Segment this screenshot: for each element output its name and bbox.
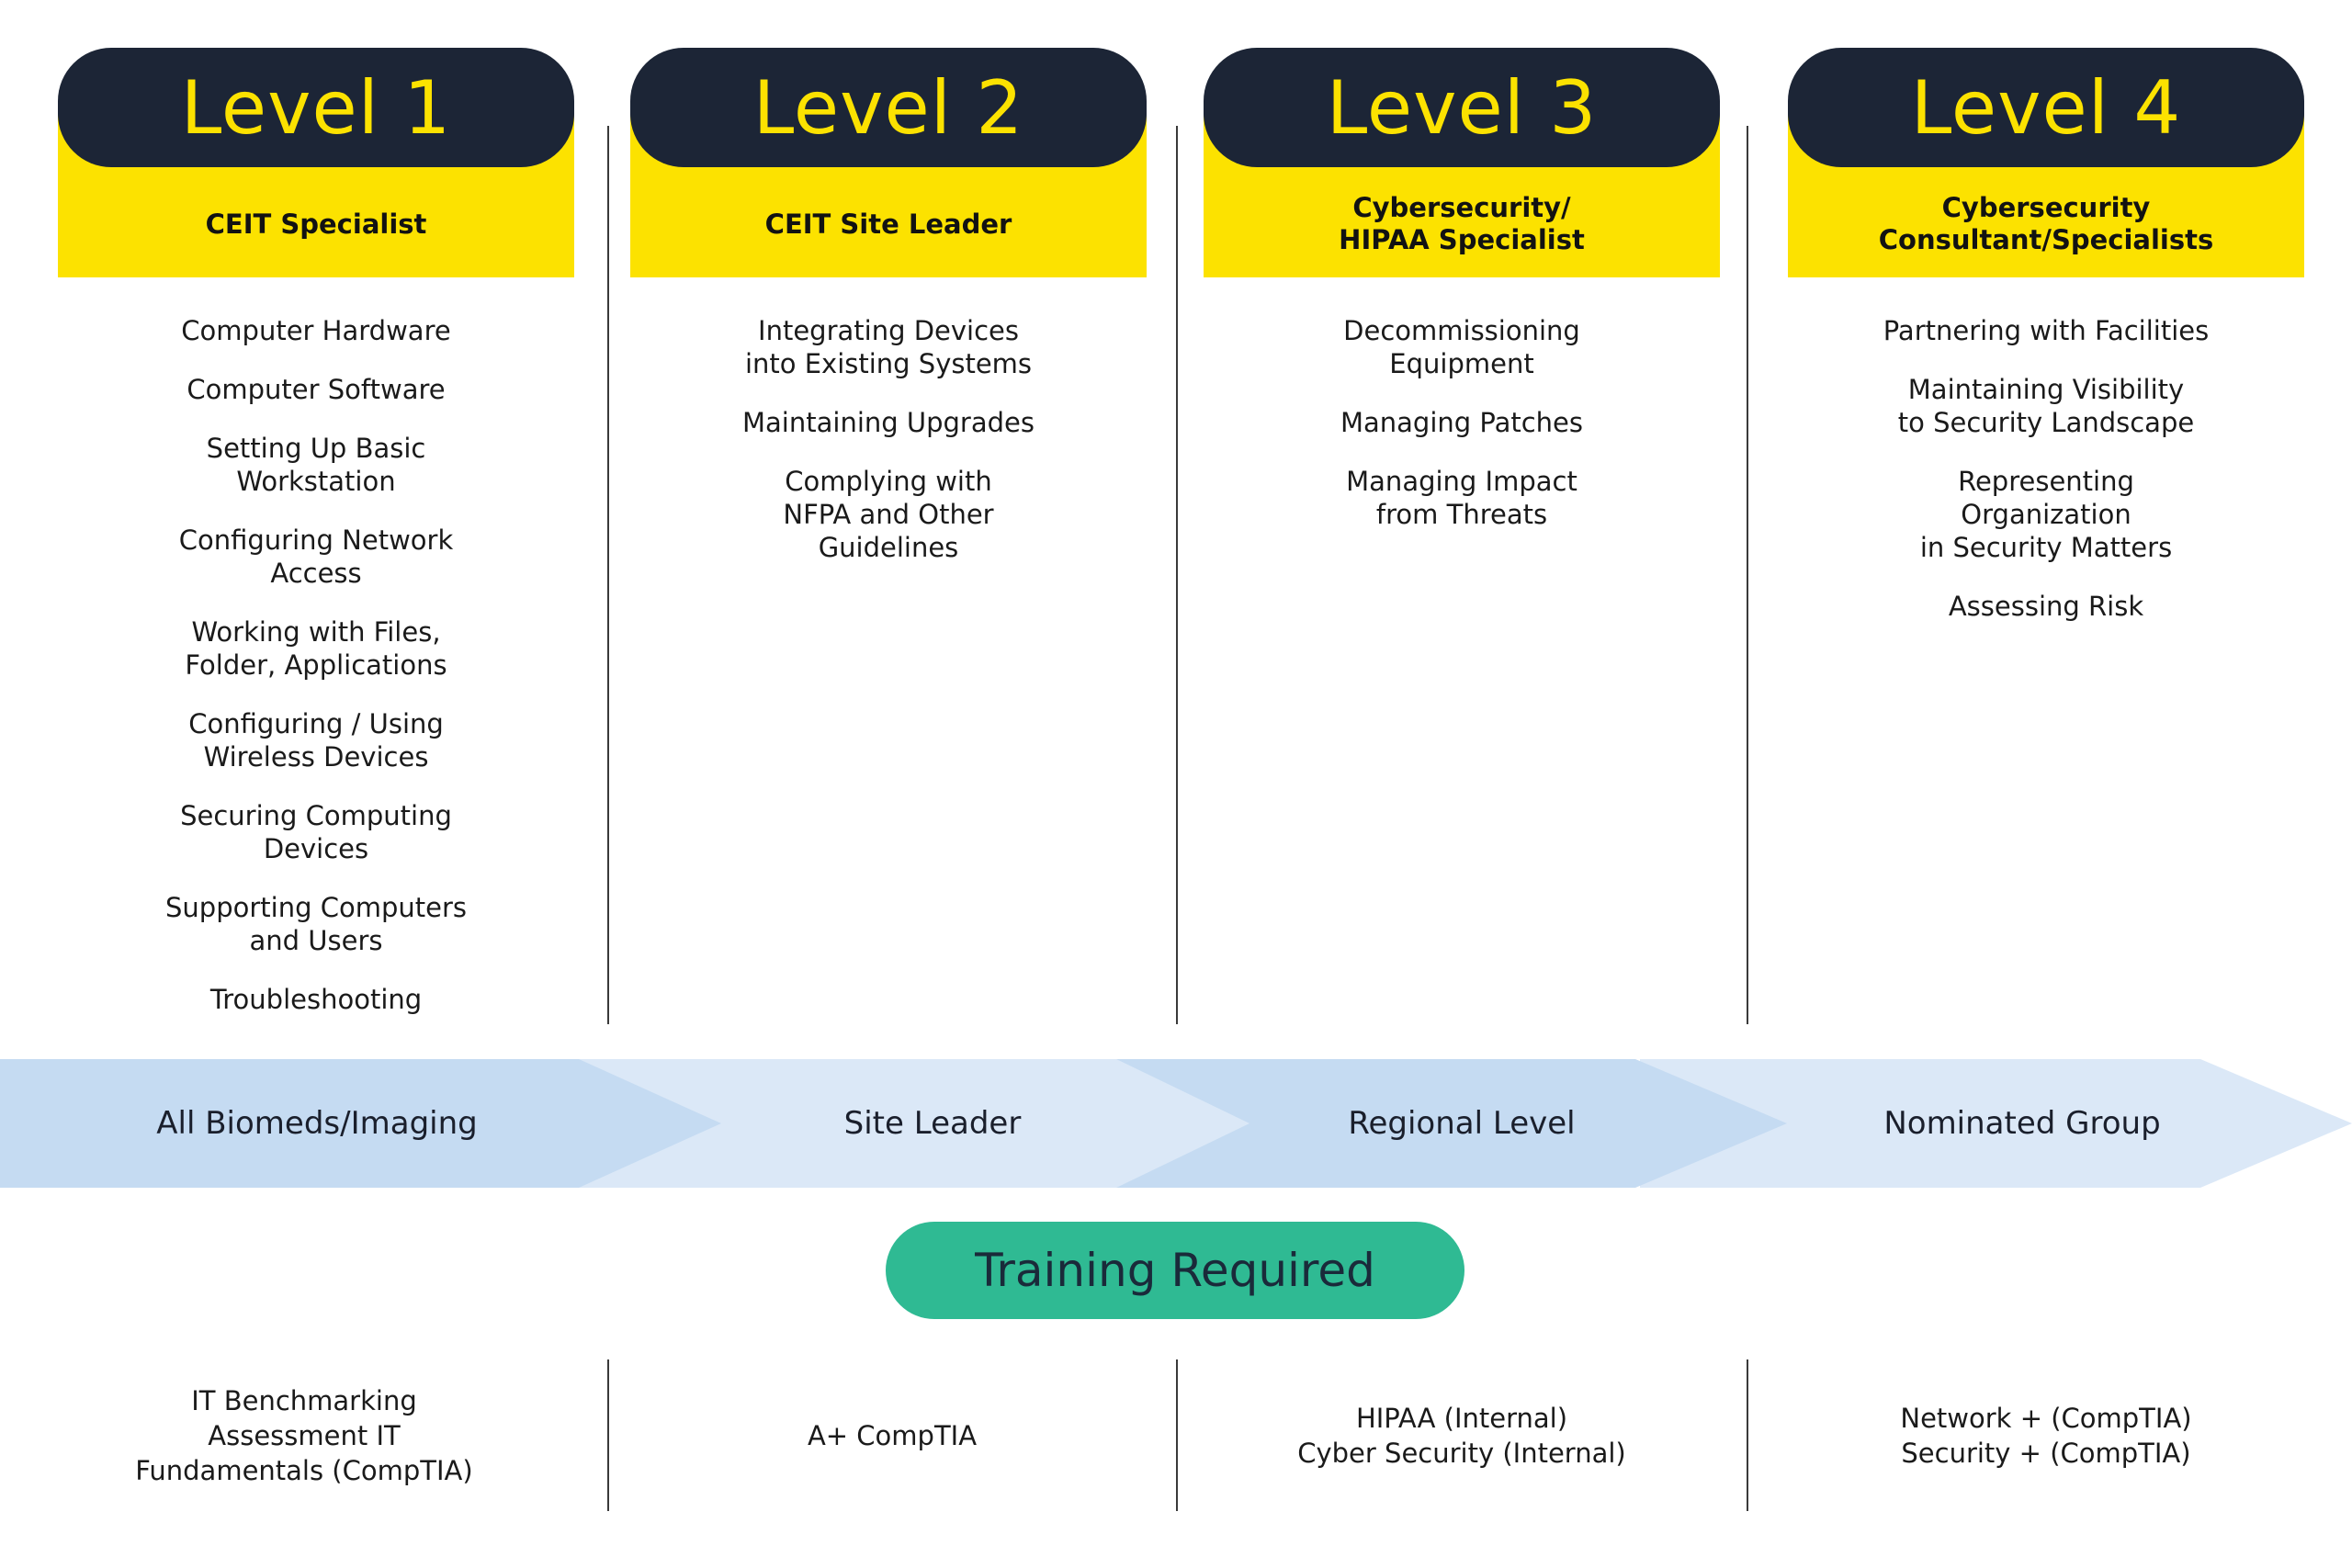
training-required-pill: Training Required bbox=[886, 1222, 1464, 1319]
progression-arrow bbox=[0, 1059, 2352, 1188]
role-title: CEIT Site Leader bbox=[764, 208, 1012, 240]
skill-item: Working with Files, Folder, Applications bbox=[185, 616, 447, 681]
certification-text: HIPAA (Internal) Cyber Security (Interna… bbox=[1297, 1402, 1626, 1469]
skill-item: Configuring Network Access bbox=[178, 525, 454, 589]
arrow-segment-2 bbox=[579, 1059, 1250, 1188]
skill-item: Complying with NFPA and Other Guidelines bbox=[783, 466, 994, 563]
skills-list: Computer Hardware Computer Software Sett… bbox=[58, 314, 574, 1042]
column-divider bbox=[1176, 126, 1178, 1024]
column-divider bbox=[1747, 1359, 1748, 1511]
skill-item: Managing Impact from Threats bbox=[1346, 466, 1577, 530]
level-title-pill: Level 2 bbox=[630, 48, 1147, 167]
pathway-stage-label: Regional Level bbox=[1348, 1105, 1576, 1142]
arrow-segment-3 bbox=[1116, 1059, 1787, 1188]
skills-list: Integrating Devices into Existing System… bbox=[630, 314, 1147, 590]
column-divider bbox=[1176, 1359, 1178, 1511]
role-title: CEIT Specialist bbox=[205, 208, 427, 240]
level-title-pill: Level 1 bbox=[58, 48, 574, 167]
level-title-pill: Level 4 bbox=[1788, 48, 2304, 167]
skill-item: Partnering with Facilities bbox=[1883, 315, 2210, 346]
certification-text: A+ CompTIA bbox=[807, 1419, 978, 1451]
skills-list: Partnering with Facilities Maintaining V… bbox=[1788, 314, 2304, 649]
pathway-stage-label: Nominated Group bbox=[1883, 1105, 2161, 1142]
column-divider bbox=[607, 126, 609, 1024]
skill-item: Maintaining Upgrades bbox=[742, 407, 1035, 438]
skill-item: Configuring / Using Wireless Devices bbox=[188, 708, 444, 773]
skill-item: Supporting Computers and Users bbox=[165, 892, 467, 956]
role-title: Cybersecurity Consultant/Specialists bbox=[1878, 192, 2214, 255]
skill-item: Computer Hardware bbox=[181, 315, 451, 346]
pathway-stage-label: All Biomeds/Imaging bbox=[156, 1105, 478, 1142]
skill-item: Representing Organization in Security Ma… bbox=[1919, 466, 2173, 563]
certification-text: Network + (CompTIA) Security + (CompTIA) bbox=[1900, 1402, 2192, 1469]
pathway-stage-label: Site Leader bbox=[843, 1105, 1022, 1142]
skill-item: Computer Software bbox=[187, 374, 446, 405]
column-divider bbox=[607, 1359, 609, 1511]
level-title-pill: Level 3 bbox=[1204, 48, 1720, 167]
skill-item: Securing Computing Devices bbox=[180, 800, 452, 864]
skill-item: Assessing Risk bbox=[1948, 591, 2144, 622]
skill-item: Managing Patches bbox=[1340, 407, 1584, 438]
skill-item: Setting Up Basic Workstation bbox=[206, 433, 426, 497]
skills-list: Decommissioning Equipment Managing Patch… bbox=[1204, 314, 1720, 557]
arrow-segment-4 bbox=[1640, 1059, 2352, 1188]
column-divider bbox=[1747, 126, 1748, 1024]
skill-item: Maintaining Visibility to Security Lands… bbox=[1897, 374, 2195, 438]
skill-item: Integrating Devices into Existing System… bbox=[744, 315, 1033, 379]
skill-item: Troubleshooting bbox=[209, 984, 423, 1015]
arrow-segment-1 bbox=[0, 1059, 721, 1188]
certification-text: IT Benchmarking Assessment IT Fundamenta… bbox=[135, 1384, 473, 1486]
role-title: Cybersecurity/ HIPAA Specialist bbox=[1339, 192, 1585, 255]
skill-item: Decommissioning Equipment bbox=[1343, 315, 1580, 379]
